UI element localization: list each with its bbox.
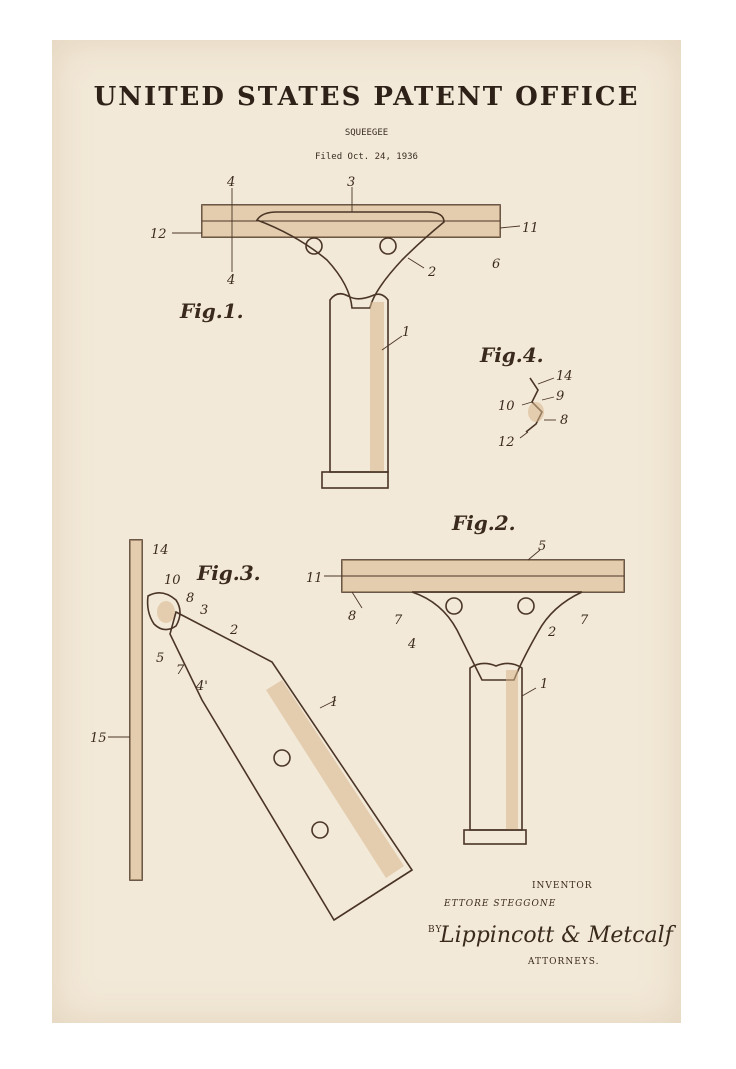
fig4-leader-14 [537, 377, 555, 385]
by-label: BY [428, 925, 442, 935]
fig4-drawing: Fig.4. 14 10 9 8 12 [479, 343, 573, 450]
fig2-numeral-5: 5 [538, 539, 546, 554]
fig4-numeral-8: 8 [560, 413, 568, 428]
fig3-handle [169, 610, 414, 922]
fig1-numeral-11: 11 [522, 221, 539, 236]
fig2-numeral-1: 1 [540, 677, 548, 692]
fig3-hole-lower [311, 821, 329, 839]
fig3-numeral-1: 1 [330, 695, 338, 710]
fig1-numeral-1: 1 [402, 325, 410, 340]
fig1-leader-11 [499, 225, 521, 229]
fig3-hole-upper [273, 749, 291, 767]
fig1-screw-left [305, 237, 323, 255]
fig3-numeral-4prime: 4' [195, 679, 208, 694]
fig1-leader-1 [381, 335, 403, 351]
fig3-leader-1 [319, 699, 337, 709]
fig3-numeral-8: 8 [186, 591, 194, 606]
fig2-leader-1 [521, 687, 537, 697]
fig3-blade-head [146, 592, 181, 631]
fig4-numeral-14: 14 [556, 369, 573, 384]
fig2-drawing: Fig.2. 5 11 8 7 7 4 2 1 [306, 511, 625, 845]
fig1-numeral-4-bottom: 4 [226, 273, 235, 288]
fig2-numeral-2: 2 [547, 625, 556, 640]
fig1-handle-cap [321, 471, 389, 489]
fig1-numeral-3: 3 [347, 175, 355, 190]
fig3-head-shade [157, 601, 175, 623]
fig3-numeral-7: 7 [176, 663, 185, 678]
fig2-handle-cap [463, 829, 527, 845]
fig1-numeral-4-top: 4 [226, 175, 235, 190]
fig3-numeral-5: 5 [156, 651, 164, 666]
fig1-label: Fig.1. [179, 299, 244, 323]
fig2-handle [469, 662, 523, 831]
fig4-leader-9 [541, 396, 555, 401]
fig2-numeral-11: 11 [306, 571, 323, 586]
fig3-numeral-10: 10 [164, 573, 181, 588]
fig2-numeral-7-right: 7 [580, 613, 589, 628]
fig2-leader-5 [527, 549, 541, 561]
filed-date: Filed Oct. 24, 1936 [315, 152, 418, 162]
fig4-leader-10 [521, 401, 533, 406]
fig1-numeral-6: 6 [492, 257, 500, 272]
fig1-numeral-12: 12 [150, 227, 167, 242]
inventor-label: INVENTOR [532, 881, 593, 891]
fig3-numeral-3: 3 [200, 603, 208, 618]
patent-sheet: UNITED STATES PATENT OFFICE SQUEEGEE Fil… [52, 40, 681, 1023]
fig1-drawing: Fig.1. 4 4 3 12 11 6 2 1 [150, 175, 539, 489]
signature-block: INVENTOR ETTORE STEGGONE BY Lippincott &… [428, 881, 677, 967]
fig2-label: Fig.2. [451, 511, 516, 535]
fig2-numeral-7-left: 7 [394, 613, 403, 628]
fig1-handle [329, 292, 389, 473]
fig3-handle-end [333, 869, 413, 921]
fig3-numeral-2: 2 [229, 623, 238, 638]
patent-subtitle: SQUEEGEE [344, 128, 389, 138]
inventor-name: ETTORE STEGGONE [443, 899, 556, 909]
fig3-label: Fig.3. [196, 561, 261, 585]
fig3-numeral-15: 15 [90, 731, 107, 746]
fig3-pane-shade [130, 540, 142, 880]
fig1-leader-2 [407, 257, 425, 269]
patent-drawing: Fig.1. 4 4 3 12 11 6 2 1 Fig.4. 14 10 9 … [90, 175, 677, 967]
fig4-shade [528, 402, 544, 422]
fig2-numeral-4: 4 [407, 637, 416, 652]
attorney-signature: Lippincott & Metcalf [439, 923, 677, 948]
fig2-numeral-8: 8 [348, 609, 356, 624]
fig2-screw-right [517, 597, 535, 615]
fig4-numeral-9: 9 [556, 389, 564, 404]
fig3-numeral-14: 14 [152, 543, 169, 558]
fig4-leader-12 [519, 431, 529, 439]
fig4-label: Fig.4. [479, 343, 544, 367]
fig1-handle-shade [370, 302, 384, 472]
fig2-leader-8 [351, 591, 363, 609]
fig1-screw-right [379, 237, 397, 255]
fig3-drawing: Fig.3. 14 10 8 3 2 5 7 4' 1 15 [90, 539, 414, 922]
fig4-numeral-12: 12 [498, 435, 515, 450]
attorneys-label: ATTORNEYS. [527, 957, 599, 967]
fig2-handle-shade [506, 670, 518, 830]
fig2-yoke [411, 591, 583, 681]
fig1-yoke [255, 211, 445, 309]
patent-office-title: UNITED STATES PATENT OFFICE [93, 82, 640, 112]
fig3-handle-shade [266, 680, 404, 878]
fig4-numeral-10: 10 [498, 399, 515, 414]
fig1-numeral-2: 2 [427, 265, 436, 280]
fig2-screw-left [445, 597, 463, 615]
